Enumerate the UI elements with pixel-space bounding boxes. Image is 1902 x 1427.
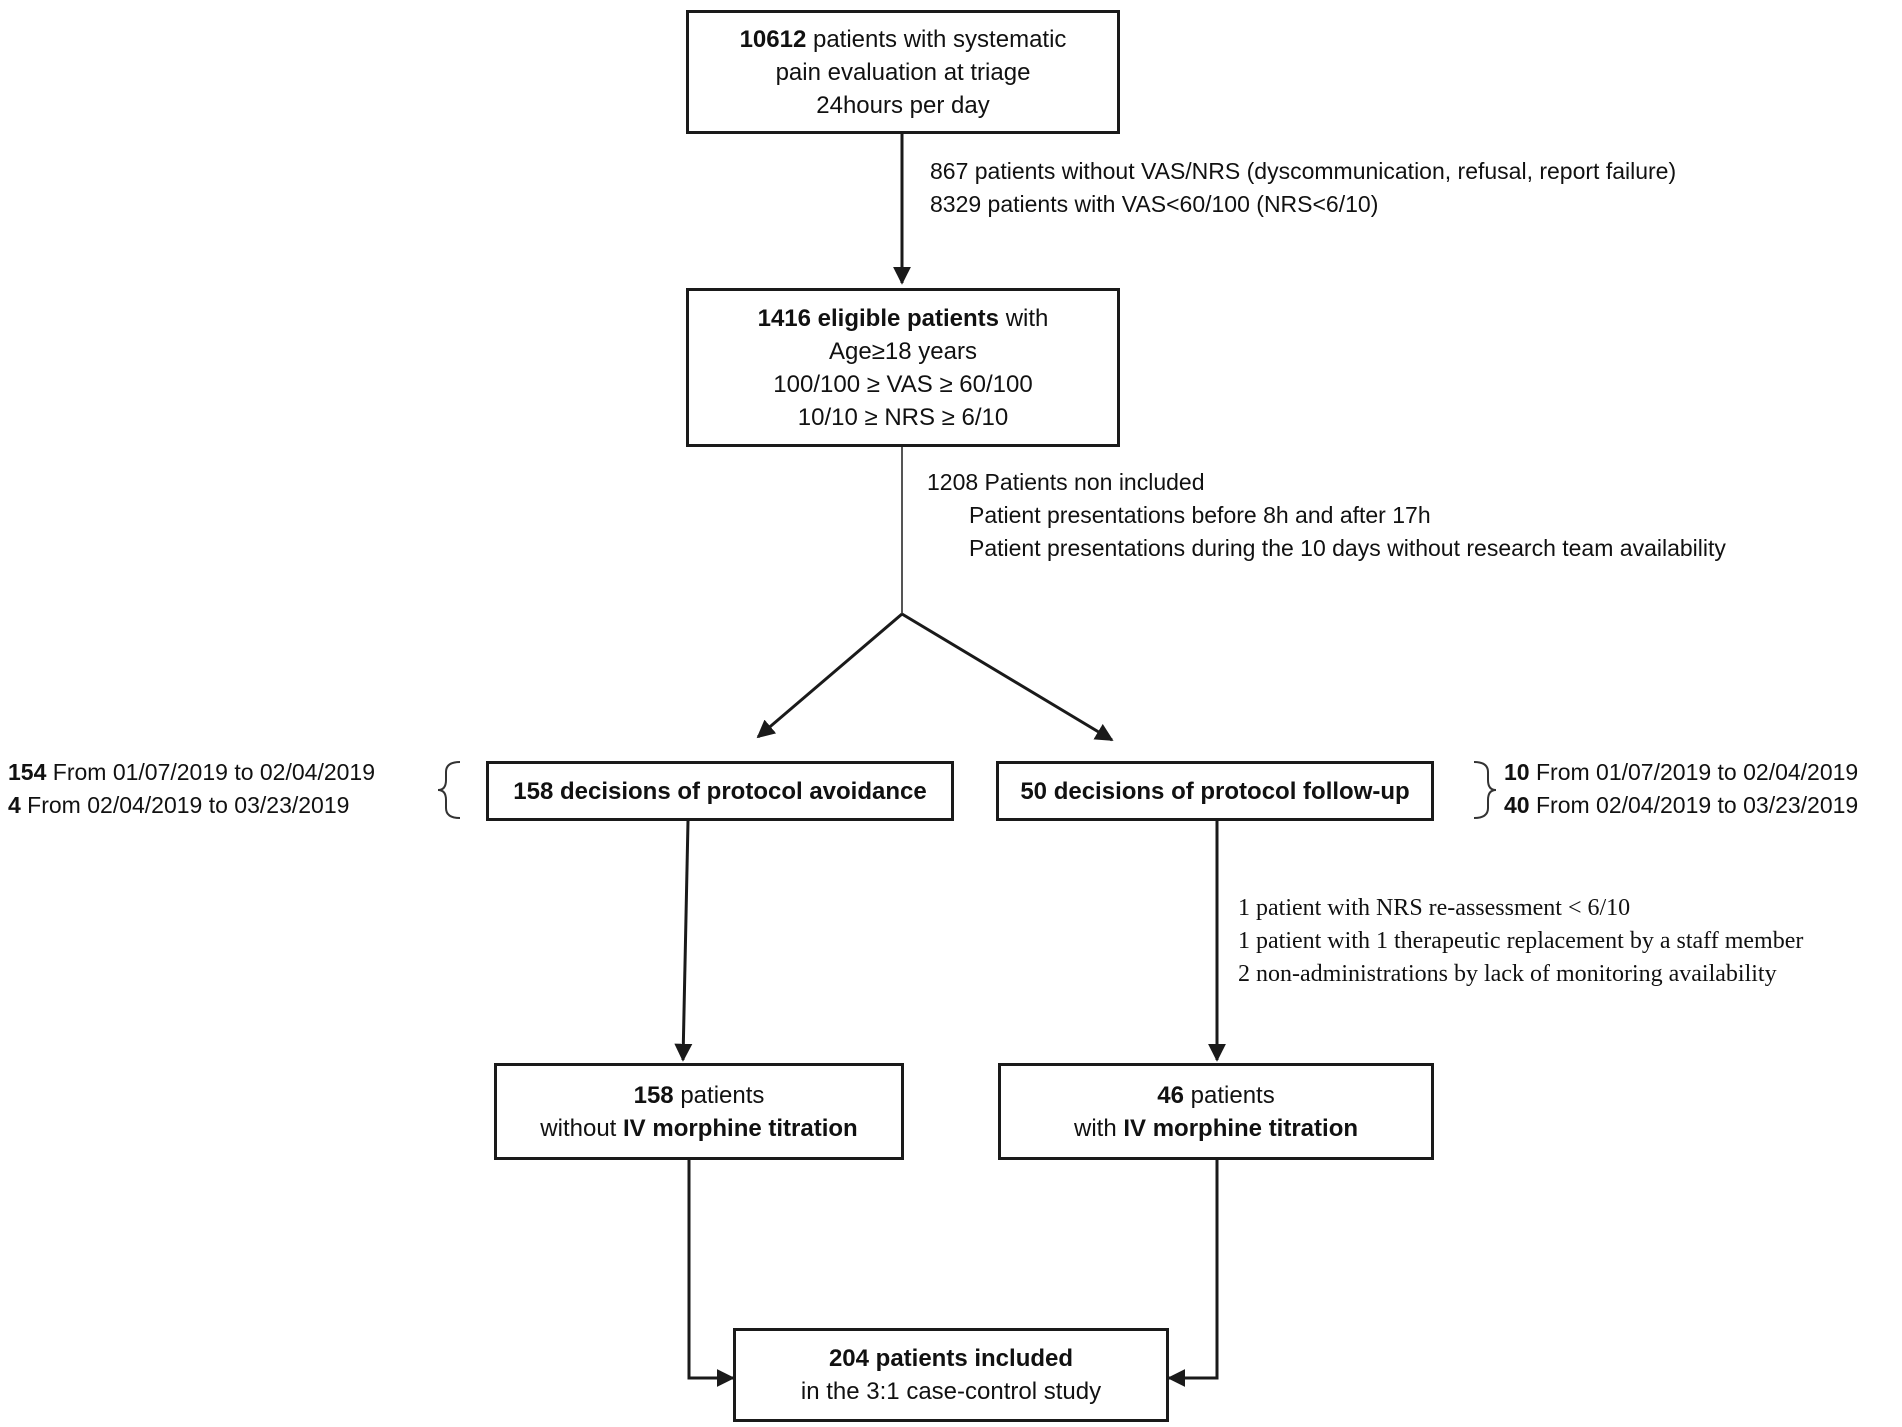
eligible-line4: 10/10 ≥ NRS ≥ 6/10 (797, 403, 1009, 431)
eligible-line2: Age≥18 years (829, 337, 977, 365)
arrow-with-to-included (1167, 1160, 1219, 1387)
followup-label: 50 decisions of protocol follow-up (1020, 777, 1410, 805)
exclusion2-line3: Patient presentations during the 10 days… (969, 535, 1726, 561)
box-with-titration: 46 patients with IV morphine titration (998, 1063, 1434, 1160)
followup-exclusion-line3: 2 non-administrations by lack of monitor… (1238, 961, 1777, 987)
followup-period2-count: 40 (1504, 792, 1530, 818)
box-protocol-followup: 50 decisions of protocol follow-up (996, 761, 1434, 821)
avoidance-period2-text: From 02/04/2019 to 03/23/2019 (20, 792, 350, 818)
box-included-patients: 204 patients included in the 3:1 case-co… (733, 1328, 1169, 1422)
screened-line3: 24hours per day (816, 91, 990, 119)
eligible-line1: with (999, 304, 1049, 332)
followup-exclusion-line2: 1 patient with 1 therapeutic replacement… (1238, 928, 1804, 954)
avoidance-period1-text: From 01/07/2019 to 02/04/2019 (46, 759, 376, 785)
without-count: 158 (633, 1081, 674, 1109)
screened-line1: patients with systematic (806, 25, 1067, 53)
without-line2-pre: without (540, 1114, 624, 1142)
box-without-titration: 158 patients without IV morphine titrati… (494, 1063, 904, 1160)
bracket-right (1473, 761, 1497, 819)
eligible-count: 1416 eligible patients (757, 304, 1000, 332)
without-line1: patients (673, 1081, 765, 1109)
avoidance-period2-count: 4 (8, 792, 21, 818)
exclusion1-line1: 867 patients without VAS/NRS (dyscommuni… (930, 158, 1677, 184)
with-line2-pre: with (1073, 1114, 1124, 1142)
note-non-included: 1208 Patients non included Patient prese… (927, 466, 1726, 565)
bracket-left (437, 761, 461, 819)
box-protocol-avoidance: 158 decisions of protocol avoidance (486, 761, 954, 821)
arrow-split-to-followup (901, 612, 1114, 742)
screened-count: 10612 (739, 25, 807, 53)
with-line1: patients (1183, 1081, 1275, 1109)
exclusion2-line2: Patient presentations before 8h and afte… (969, 502, 1431, 528)
avoidance-period1-count: 154 (8, 759, 47, 785)
included-line1: 204 patients included (828, 1345, 1074, 1372)
avoidance-label: 158 decisions of protocol avoidance (513, 777, 927, 805)
eligible-line3: 100/100 ≥ VAS ≥ 60/100 (773, 370, 1033, 398)
with-count: 46 (1157, 1081, 1184, 1109)
note-followup-periods: 10 From 01/07/2019 to 02/04/2019 40 From… (1504, 756, 1858, 822)
exclusion2-line1: 1208 Patients non included (927, 469, 1205, 495)
exclusion1-line2: 8329 patients with VAS<60/100 (NRS<6/10) (930, 191, 1379, 217)
note-avoidance-periods: 154 From 01/07/2019 to 02/04/2019 4 From… (8, 756, 375, 822)
followup-period1-count: 10 (1504, 759, 1530, 785)
without-line2-bold: IV morphine titration (623, 1114, 858, 1142)
followup-period1-text: From 01/07/2019 to 02/04/2019 (1529, 759, 1859, 785)
box-screened-patients: 10612 patients with systematic pain eval… (686, 10, 1120, 134)
arrow-split-to-avoidance (756, 612, 903, 739)
box-eligible-patients: 1416 eligible patients with Age≥18 years… (686, 288, 1120, 447)
note-followup-exclusions: 1 patient with NRS re-assessment < 6/10 … (1238, 892, 1803, 991)
arrow-avoidance-to-without (674, 820, 693, 1062)
screened-line2: pain evaluation at triage (775, 58, 1031, 86)
followup-period2-text: From 02/04/2019 to 03/23/2019 (1529, 792, 1859, 818)
note-first-exclusions: 867 patients without VAS/NRS (dyscommuni… (930, 155, 1676, 221)
included-line2: in the 3:1 case-control study (800, 1378, 1102, 1405)
followup-exclusion-line1: 1 patient with NRS re-assessment < 6/10 (1238, 895, 1631, 921)
with-line2-bold: IV morphine titration (1123, 1114, 1359, 1142)
arrow-without-to-included (687, 1160, 735, 1387)
